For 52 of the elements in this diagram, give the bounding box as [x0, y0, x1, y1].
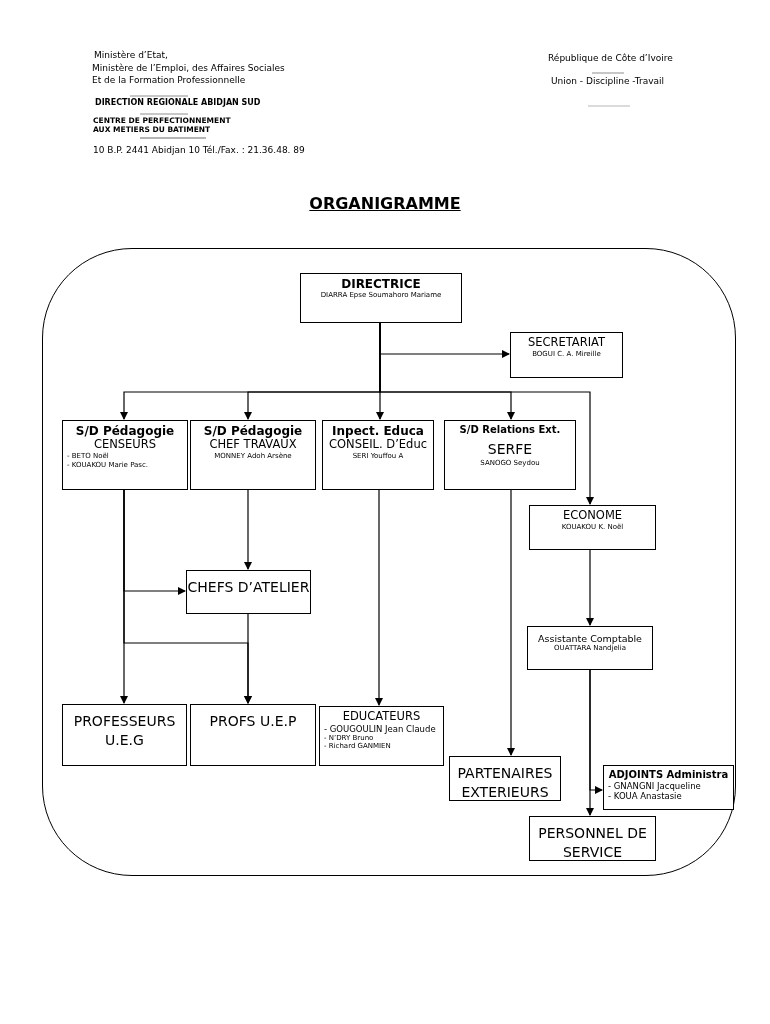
org-box: [62, 704, 187, 766]
org-box: [444, 420, 576, 490]
org-box: [527, 626, 653, 670]
connector-arrow: [244, 488, 252, 570]
box-text: CENSEURS: [92, 438, 157, 452]
org-box: [319, 706, 444, 766]
box-text: - KOUA Anastasie: [607, 791, 683, 802]
ministry-text: Ministère d’Etat,: [94, 50, 168, 60]
connector-arrow: [375, 488, 383, 706]
org-box: [62, 420, 188, 490]
box-title: ADJOINTS Administra: [607, 769, 730, 781]
org-box: [449, 756, 561, 801]
box-title: S/D Pédagogie: [74, 424, 176, 439]
org-box: [603, 765, 734, 810]
box-title: SECRETARIAT: [526, 336, 607, 350]
direction-text: DIRECTION REGIONALE ABIDJAN SUD: [95, 98, 261, 107]
ministry-text: Et de la Formation Professionnelle: [92, 75, 246, 85]
box-title: S/D Pédagogie: [202, 424, 304, 439]
box-title: Inpect. Educa: [331, 424, 425, 438]
box-title: ECONOME: [561, 509, 624, 523]
connector-arrow: [586, 548, 594, 626]
box-text: - GNANGNI Jacqueline: [607, 781, 702, 792]
box-title: Assistante Comptable: [537, 632, 643, 645]
box-title: CHEFS D’ATELIER: [187, 578, 310, 597]
connector-arrow: [507, 488, 515, 756]
org-box: [510, 332, 623, 378]
motto-text: Union - Discipline -Travail: [551, 76, 664, 86]
box-text: CHEF TRAVAUX: [208, 438, 297, 452]
box-title: PROFESSEURS U.E.G: [72, 712, 177, 750]
org-box: [300, 273, 462, 323]
ministry-text: Ministère de l’Emploi, des Affaires Sociales: [92, 63, 285, 73]
frame-border: [42, 248, 736, 876]
address-text: 10 B.P. 2441 Abidjan 10 Tél./Fax. : 21.36.48. 89: [93, 145, 305, 155]
page-title: ORGANIGRAMME: [309, 194, 461, 213]
connector-arrow: [586, 668, 594, 816]
box-title: PARTENAIRES EXTERIEURS: [456, 764, 554, 802]
connector-arrow: [244, 612, 252, 704]
org-box: [190, 704, 316, 766]
box-title: PERSONNEL DE SERVICE: [537, 824, 648, 862]
org-box: [529, 816, 656, 861]
box-title: EDUCATEURS: [341, 710, 422, 724]
country-text: République de Côte d’Ivoire: [548, 53, 673, 63]
box-text: SERFE: [486, 440, 534, 459]
org-box: [186, 570, 311, 614]
box-title: S/D Relations Ext.: [458, 424, 562, 436]
box-text: - GOUGOULIN Jean Claude: [323, 723, 437, 734]
box-title: PROFS U.E.P: [208, 712, 298, 731]
box-title: DIRECTRICE: [340, 277, 422, 292]
org-box: [322, 420, 434, 490]
box-text: CONSEIL. D’Educ: [327, 438, 429, 452]
org-box: [529, 505, 656, 550]
org-box: [190, 420, 316, 490]
